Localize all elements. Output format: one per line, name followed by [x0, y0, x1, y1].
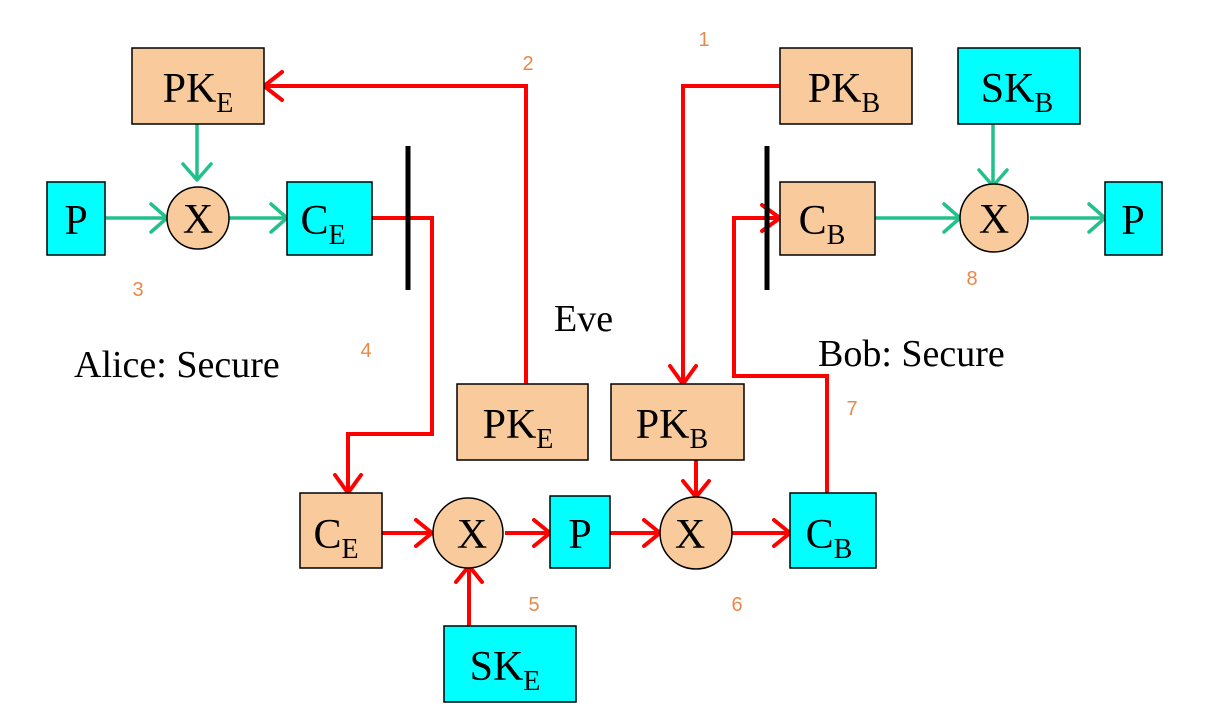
- eve-pk-b-label: PK: [636, 402, 690, 448]
- bob-plaintext-label: P: [1121, 198, 1144, 244]
- eve-sk-e-box: [443, 625, 577, 703]
- svg-text:CB: CB: [806, 512, 853, 565]
- alice-plaintext-label: P: [64, 198, 87, 244]
- alice-plaintext-box: [46, 181, 106, 256]
- bob-sk-b-label: SK: [981, 66, 1035, 112]
- svg-text:PKE: PKE: [483, 402, 554, 455]
- svg-text:PKB: PKB: [636, 402, 708, 455]
- eve-ciphertext-b-subscript: B: [834, 534, 853, 565]
- alice-ciphertext-label: C: [300, 198, 328, 244]
- eve-sk-e-label: SK: [470, 644, 524, 690]
- path-7-eve-ciphertext-to-bob: [732, 216, 829, 493]
- alice-pk-e-label: PK: [163, 66, 217, 112]
- svg-text:SKB: SKB: [981, 66, 1053, 119]
- svg-text:CE: CE: [300, 198, 345, 251]
- alice-pke-to-encrypt-arrowhead: [181, 162, 213, 182]
- eve-caption: Eve: [554, 298, 613, 340]
- bob-pk-b-box: [779, 47, 913, 125]
- bob-ciphertext-box: [779, 181, 876, 256]
- path-4-alice-ciphertext-to-eve: [346, 216, 434, 493]
- eve-pk-e-subscript: E: [536, 424, 553, 455]
- bob-ciphertext-subscript: B: [827, 220, 846, 251]
- eve-pk-b-subscript: B: [690, 424, 709, 455]
- eve-ciphertext-b-box: [789, 492, 877, 569]
- step-5-number: 5: [528, 594, 539, 616]
- eve-sk-e-subscript: E: [523, 666, 540, 697]
- step-7-number: 7: [846, 398, 857, 420]
- eve-encrypt-operator: [659, 496, 733, 570]
- alice-ciphertext-box: [286, 181, 373, 256]
- eve-plaintext-box: [549, 495, 611, 569]
- eve-pk-e-box: [456, 383, 589, 461]
- alice-caption: Alice: Secure: [74, 344, 280, 386]
- bob-plaintext-box: [1104, 181, 1163, 256]
- step-8-number: 8: [966, 268, 977, 290]
- eve-ciphertext-e-box: [299, 492, 383, 569]
- alice-encrypt-label: X: [183, 197, 213, 243]
- path-1-bob-pk-to-eve: [681, 84, 780, 384]
- step-1-number: 1: [698, 29, 709, 51]
- eve-ciphertext-b-label: C: [806, 512, 834, 558]
- bob-decrypt-label: X: [979, 197, 1009, 243]
- svg-text:PKB: PKB: [808, 66, 880, 119]
- alice-pk-e-box: [131, 47, 265, 125]
- eve-decrypt-operator: [432, 497, 504, 569]
- svg-text:CB: CB: [799, 198, 846, 251]
- bob-pk-b-label: PK: [808, 66, 862, 112]
- alice-pk-e-subscript: E: [216, 88, 233, 119]
- bob-ciphertext-label: C: [799, 198, 827, 244]
- eve-ce-to-decrypt-arrowhead: [414, 518, 434, 548]
- svg-text:PKE: PKE: [163, 66, 234, 119]
- step-2-number: 2: [522, 53, 533, 75]
- bob-decrypt-operator: [959, 183, 1029, 253]
- eve-ciphertext-e-subscript: E: [341, 534, 358, 565]
- eve-decrypt-label: X: [457, 512, 487, 558]
- eve-ciphertext-e-label: C: [313, 512, 341, 558]
- bob-sk-b-box: [957, 47, 1081, 125]
- eve-encrypt-label: X: [675, 512, 705, 558]
- bob-pk-b-subscript: B: [862, 88, 881, 119]
- svg-text:CE: CE: [313, 512, 358, 565]
- alice-encrypt-operator: [166, 186, 230, 250]
- path-2-eve-pk-to-alice: [264, 84, 528, 384]
- svg-text:SKE: SKE: [470, 644, 541, 697]
- eve-plaintext-label: P: [568, 512, 591, 558]
- eve-pk-b-box: [610, 383, 745, 461]
- alice-ciphertext-subscript: E: [328, 220, 345, 251]
- step-3-number: 3: [132, 279, 143, 301]
- bob-caption: Bob: Secure: [818, 333, 1005, 375]
- step-4-number: 4: [360, 340, 371, 362]
- eve-pk-e-label: PK: [483, 402, 537, 448]
- step-6-number: 6: [731, 594, 742, 616]
- bob-sk-b-subscript: B: [1035, 88, 1054, 119]
